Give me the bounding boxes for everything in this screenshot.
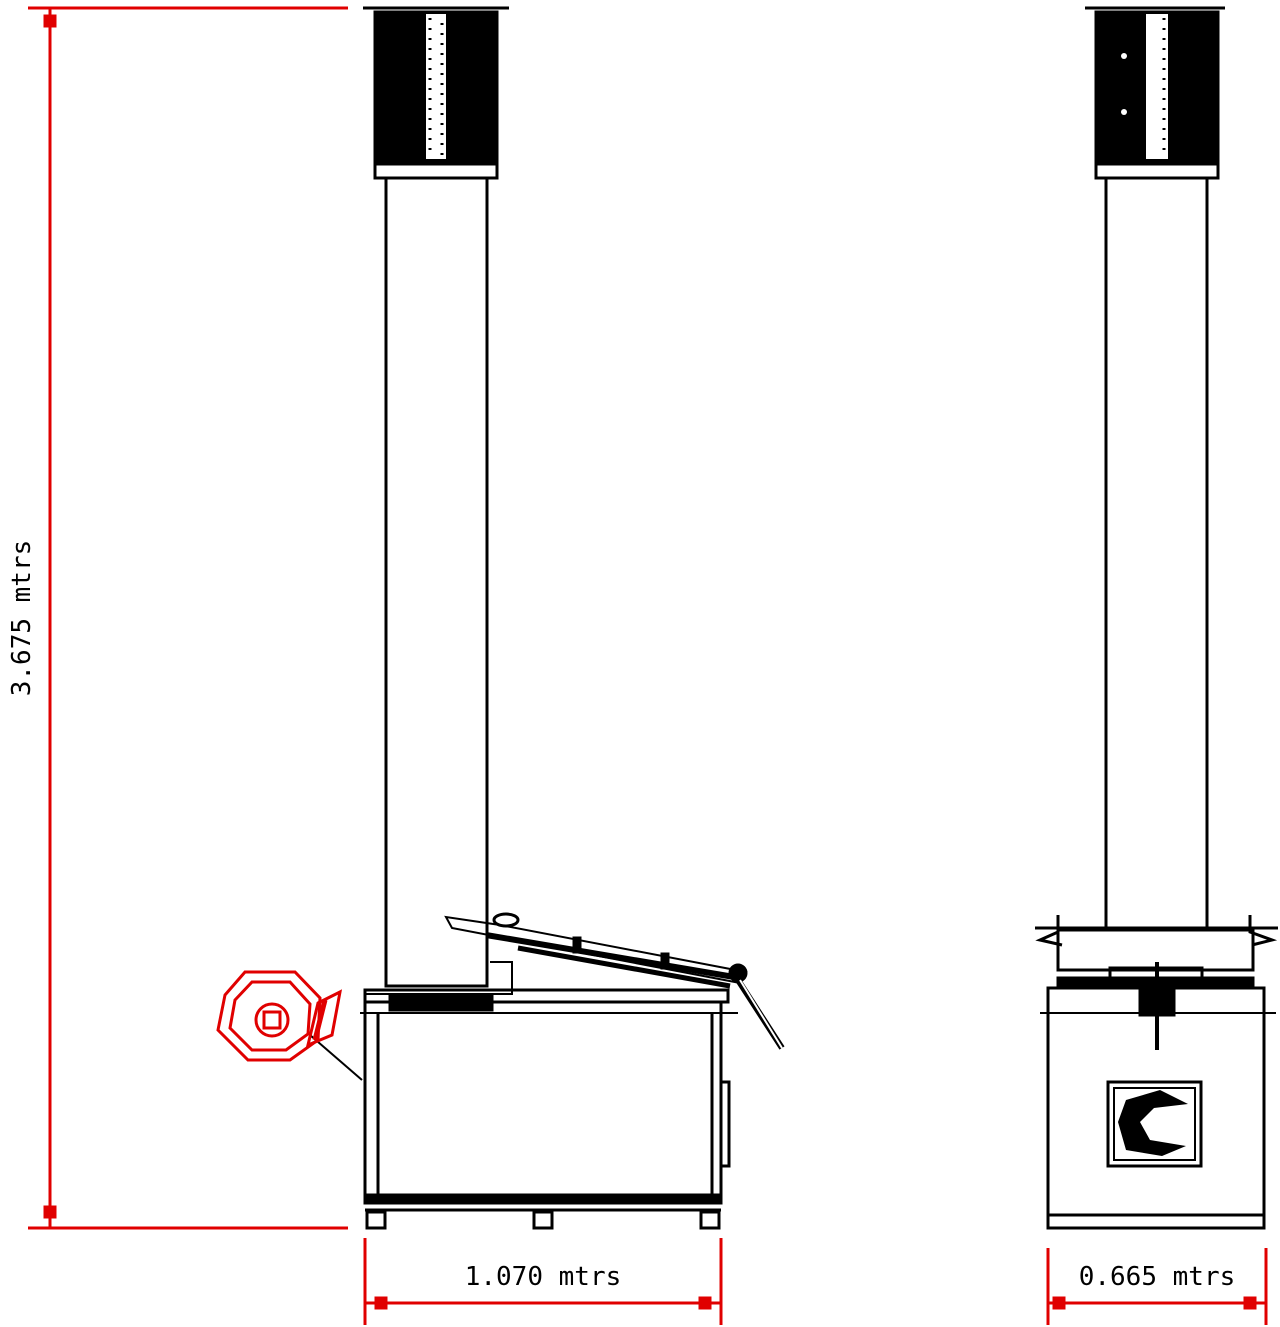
front-width-arrow-left [374, 1296, 388, 1310]
side-width-arrow-right [1243, 1296, 1257, 1310]
front-cap-collar [373, 162, 499, 180]
blower-outlet [305, 989, 343, 1048]
side-view [1035, 6, 1278, 1230]
front-view [309, 6, 785, 1230]
side-cap-vent-2 [1121, 109, 1127, 115]
height-label: 3.675 mtrs [7, 540, 37, 697]
front-base-band [363, 1193, 723, 1205]
front-pivot [728, 963, 748, 983]
side-width-label: 0.665 mtrs [1079, 1262, 1236, 1292]
front-lever-clamp-1 [572, 936, 582, 954]
side-flange-left [1035, 915, 1063, 947]
front-body [363, 1000, 723, 1204]
front-width-arrow-right [698, 1296, 712, 1310]
side-chimney-pipe [1104, 176, 1209, 932]
height-arrow-top [43, 14, 57, 28]
side-cap-vent-1 [1121, 53, 1127, 59]
front-width-label: 1.070 mtrs [465, 1262, 622, 1292]
front-handle-rod-inner [739, 979, 783, 1049]
side-control-panel [1106, 1080, 1203, 1168]
blower-rotor [254, 1002, 290, 1038]
side-control-panel-inner [1113, 1087, 1196, 1161]
front-lever-rod [485, 932, 741, 981]
front-foot-right [699, 1210, 721, 1230]
height-arrow-bottom [43, 1205, 57, 1219]
side-flame-logo [1118, 1090, 1188, 1156]
front-lever-rod-2 [517, 945, 731, 989]
height-dimension [28, 6, 348, 1230]
front-lever-knob [492, 912, 520, 928]
front-chimney-pipe [384, 176, 489, 988]
front-lever-clamp-2 [660, 952, 670, 970]
front-foot-mid [532, 1210, 554, 1230]
blower-hub [262, 1010, 282, 1030]
front-blower-duct [309, 1034, 363, 1081]
front-lever-bracket [365, 961, 513, 995]
front-cap-slot [426, 14, 446, 159]
front-side-handle [719, 1080, 731, 1168]
front-blower [216, 970, 343, 1062]
side-width-dimension [1046, 1248, 1268, 1325]
side-width-arrow-left [1052, 1296, 1066, 1310]
side-cap-collar [1094, 162, 1220, 180]
front-foot-left [365, 1210, 387, 1230]
blower-outlet-line [312, 999, 328, 1041]
side-cap-slot [1146, 14, 1168, 159]
blower-housing-inner [228, 980, 312, 1052]
side-flange-right [1248, 915, 1278, 947]
front-width-dimension [363, 1238, 723, 1325]
